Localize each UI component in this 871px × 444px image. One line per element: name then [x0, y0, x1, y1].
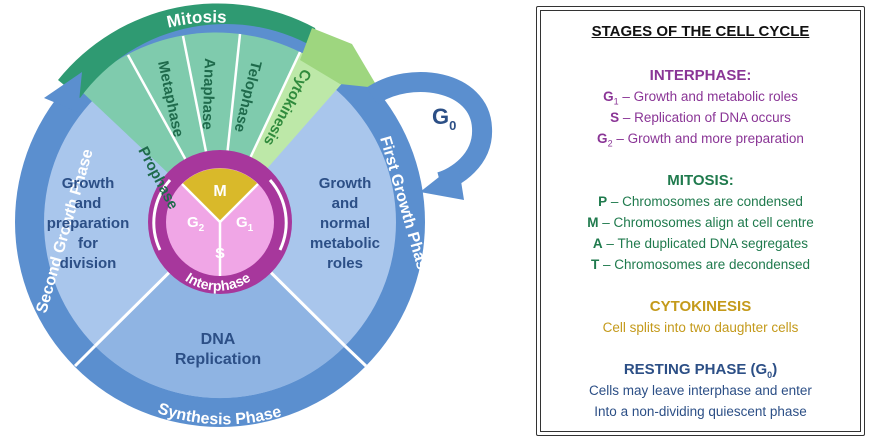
mitosis-line: M – Chromosomes align at cell centre	[587, 215, 814, 230]
cell-cycle-diagram: Mitosis Prophase Metaphase Anaphase Telo…	[15, 3, 493, 428]
legend-title: STAGES OF THE CELL CYCLE	[591, 23, 810, 40]
divider-ring-left	[73, 344, 97, 368]
center-m-label: M	[213, 183, 226, 200]
left-sector-line: and	[75, 195, 102, 212]
interphase-arrow-right	[268, 179, 288, 251]
mitosis-line: A – The duplicated DNA segregates	[592, 236, 809, 251]
center-divider	[181, 183, 221, 223]
resting-heading: RESTING PHASE (G0)	[623, 361, 778, 380]
center-g1-label: G1	[236, 214, 254, 234]
left-sector-line: Growth	[62, 175, 115, 192]
center-divider	[219, 183, 259, 223]
right-sector-line: normal	[320, 215, 370, 232]
resting-line: Into a non-dividing quiescent phase	[594, 404, 807, 419]
right-sector-line: roles	[327, 255, 363, 272]
center-s-label: S	[215, 245, 225, 262]
cytokinesis-arrow	[300, 28, 378, 88]
right-sector-line: metabolic	[310, 235, 380, 252]
phase-anaphase: Anaphase	[199, 58, 218, 130]
interphase-arrow-left	[152, 179, 172, 251]
mitosis-wedge	[80, 32, 300, 222]
divider-ring-right	[343, 344, 368, 368]
left-sector-line: division	[60, 255, 117, 272]
resting-line: Cells may leave interphase and enter	[589, 383, 812, 398]
legend-panel: STAGES OF THE CELL CYCLE INTERPHASE: G1 …	[536, 6, 865, 436]
left-sector-line: for	[78, 235, 98, 252]
g0-label: G0	[432, 104, 456, 133]
interphase-line: G1 – Growth and metabolic roles	[603, 89, 798, 107]
m-sector	[182, 168, 258, 222]
second-growth-arrowhead	[44, 72, 82, 112]
interphase-line: G2 – Growth and more preparation	[597, 131, 804, 149]
bottom-sector	[95, 222, 345, 399]
mitosis-line: P – Chromosomes are condensed	[598, 194, 803, 209]
bottom-sector-text: DNA Replication	[175, 331, 261, 368]
g0-arrowhead	[420, 162, 464, 200]
mitosis-heading: MITOSIS:	[667, 172, 734, 189]
center-g2-label: G2	[187, 214, 205, 234]
right-sector-line: Growth	[319, 175, 372, 192]
bottom-sector-line: Replication	[175, 351, 261, 368]
left-sector-line: preparation	[47, 215, 130, 232]
cytokinesis-heading: CYTOKINESIS	[649, 298, 752, 315]
right-sector-line: and	[332, 195, 359, 212]
cytokinesis-line: Cell splits into two daughter cells	[602, 320, 799, 335]
left-sector-text: Growth and preparation for division	[47, 175, 130, 272]
right-sector-text: Growth and normal metabolic roles	[310, 175, 380, 272]
interphase-line: S – Replication of DNA occurs	[610, 110, 791, 125]
interphase-heading: INTERPHASE:	[649, 67, 752, 84]
mitosis-banner	[58, 3, 322, 98]
mitosis-line: T – Chromosomes are decondensed	[590, 257, 811, 272]
bottom-sector-line: DNA	[201, 331, 236, 348]
